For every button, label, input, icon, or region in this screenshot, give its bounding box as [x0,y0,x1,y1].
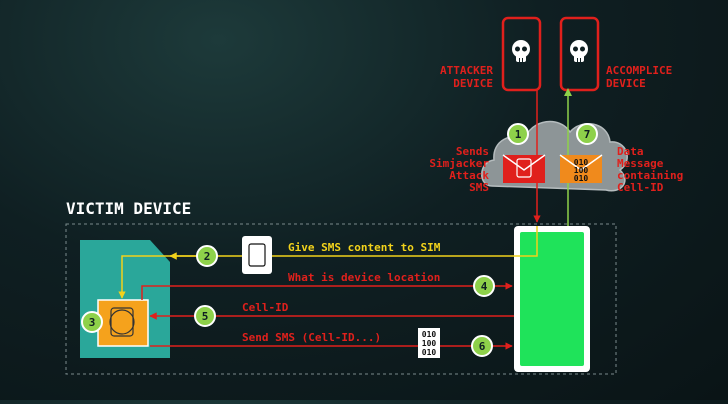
attacker-label-line2: DEVICE [453,77,493,90]
cloud-binary-2: 100 [574,166,589,175]
step-7-line3: containing [617,169,683,182]
step-5-number: 5 [202,310,209,323]
step-2-label: Give SMS content to SIM [288,241,441,254]
step-4-number: 4 [481,280,488,293]
step-2-badge [196,245,218,267]
accomplice-label-line1: ACCOMPLICE [606,64,672,77]
data-message-envelope-icon [559,154,603,183]
accomplice-device [559,16,600,92]
step-7-line4: Cell-ID [617,181,664,194]
attack-sms-envelope-icon [502,154,546,183]
step-3-number: 3 [89,316,96,329]
step-7-line2: Message [617,157,664,170]
victim-frame [65,223,617,375]
cloud-binary-3: 010 [574,174,589,183]
skull-icon [570,40,588,62]
step-5-label: Cell-ID [242,301,289,314]
step-6-binary-box [418,328,440,358]
step-6-number: 6 [479,340,486,353]
victim-title: VICTIM DEVICE [66,199,191,218]
step-2-arrow [118,226,538,299]
cloud-binary-1: 010 [574,158,589,167]
step-6-binary-1: 010 [422,330,437,339]
step-7-number: 7 [584,128,591,141]
step-1-line2: Simjacker [429,157,489,170]
step-7-line1: Data [617,145,644,158]
victim-phone [514,226,590,372]
step-5-badge [194,305,216,327]
step-6-binary-3: 010 [422,348,437,357]
step-1-line4: SMS [469,181,489,194]
attacker-device [501,16,542,92]
accomplice-label-line2: DEVICE [606,77,646,90]
step-1-number: 1 [515,128,522,141]
step-1-badge [507,123,529,145]
attacker-label-line1: ATTACKER [440,64,493,77]
step-6-binary-2: 100 [422,339,437,348]
step-4-arrow [141,282,513,300]
skull-icon [512,40,530,62]
step-4-label: What is device location [288,271,440,284]
step-1-line3: Attack [449,169,489,182]
sim-chip-icon [97,299,149,347]
step-4-badge [473,275,495,297]
step-6-badge [471,335,493,357]
step-3-badge [81,311,103,333]
step-2-number: 2 [204,250,211,263]
sim-document-icon [242,236,272,274]
step-1-line1: Sends [456,145,489,158]
step-6-label: Send SMS (Cell-ID...) [242,331,381,344]
step-7-badge [576,123,598,145]
